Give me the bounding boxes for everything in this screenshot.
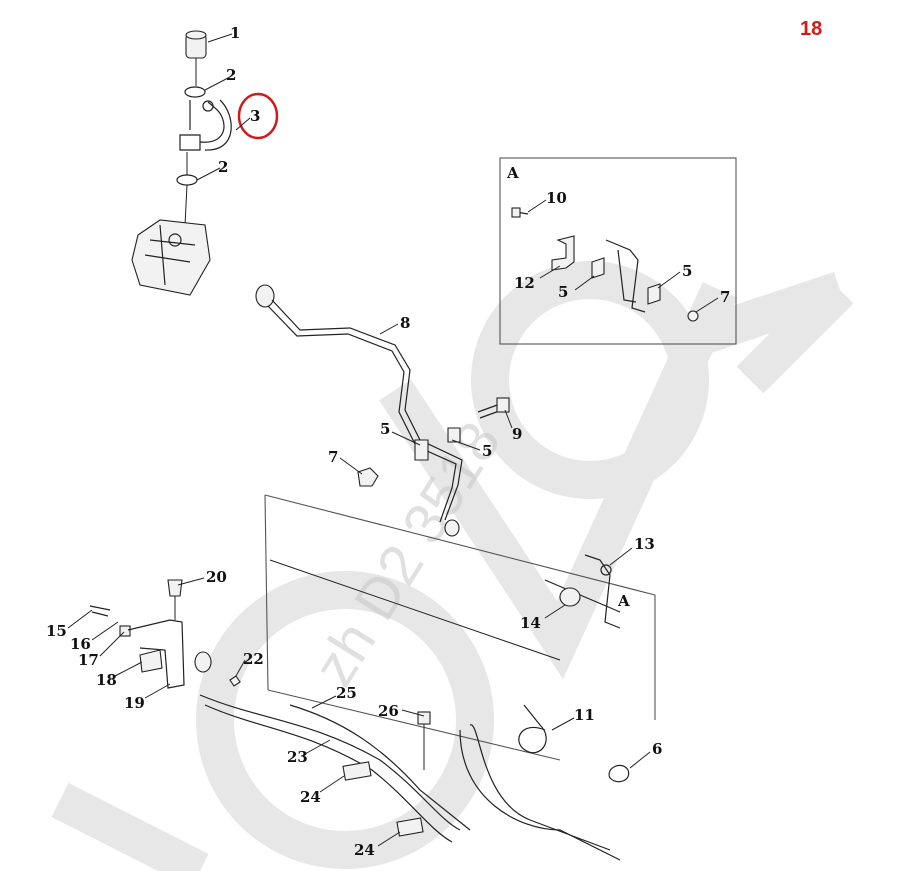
callout-1: 1 bbox=[230, 24, 240, 42]
watermark: zh D2 3518 bbox=[51, 261, 854, 871]
callout-5-detail-left: 5 bbox=[558, 283, 568, 301]
compressor-block bbox=[131, 219, 211, 296]
callout-5-left: 5 bbox=[380, 420, 390, 438]
callout-19: 19 bbox=[124, 694, 145, 712]
callout-6: 6 bbox=[652, 740, 662, 758]
callout-3: 3 bbox=[250, 107, 260, 125]
callout-13: 13 bbox=[634, 535, 655, 553]
callout-9: 9 bbox=[512, 425, 522, 443]
part-6-clip bbox=[608, 764, 630, 783]
clamp-part-5 bbox=[414, 427, 461, 461]
callout-ref-a: A bbox=[617, 592, 630, 610]
part-1-cap bbox=[185, 30, 207, 86]
frame-diagonal bbox=[269, 559, 561, 661]
callout-24-upper: 24 bbox=[300, 788, 321, 806]
hose-23 bbox=[199, 694, 621, 861]
watermark-big-text bbox=[51, 261, 854, 871]
callout-2-lower: 2 bbox=[218, 158, 228, 176]
callout-26: 26 bbox=[378, 702, 399, 720]
detail-a-parts bbox=[511, 207, 699, 322]
leader-lines bbox=[67, 33, 719, 847]
callout-18: 18 bbox=[96, 671, 117, 689]
page-number: 18 bbox=[800, 18, 823, 40]
callout-20: 20 bbox=[206, 568, 227, 586]
callout-7-detail: 7 bbox=[720, 288, 730, 306]
lower-left-bracket-assembly bbox=[89, 579, 241, 689]
callout-14: 14 bbox=[520, 614, 541, 632]
callout-8: 8 bbox=[400, 314, 410, 332]
callout-5-right: 5 bbox=[482, 442, 492, 460]
parts-13-14-connector bbox=[544, 554, 621, 629]
callout-22: 22 bbox=[243, 650, 264, 668]
lower-assembly-frame bbox=[264, 494, 656, 761]
part-26-bolt bbox=[417, 711, 431, 770]
callout-5-detail-right: 5 bbox=[682, 262, 692, 280]
callout-17: 17 bbox=[78, 651, 99, 669]
callout-10: 10 bbox=[546, 189, 567, 207]
callout-16: 16 bbox=[70, 635, 91, 653]
part-3-pipe bbox=[179, 99, 232, 226]
detail-a-label: A bbox=[506, 164, 519, 182]
part-11-loop bbox=[518, 704, 547, 754]
callout-7: 7 bbox=[328, 448, 338, 466]
callout-24-lower: 24 bbox=[354, 841, 375, 859]
part-9-bolt bbox=[477, 397, 510, 419]
callout-12: 12 bbox=[514, 274, 535, 292]
callout-2-upper: 2 bbox=[226, 66, 236, 84]
part-7-nut bbox=[357, 467, 379, 487]
callout-25: 25 bbox=[336, 684, 357, 702]
part-24-clamp bbox=[342, 761, 424, 837]
callouts: 1 2 3 2 10 12 5 5 7 8 5 9 5 7 13 A 14 20… bbox=[46, 24, 730, 859]
detail-frame-a bbox=[499, 157, 737, 345]
callout-11: 11 bbox=[574, 706, 595, 724]
part-2-seal-upper bbox=[184, 86, 206, 98]
part-2-seal-lower bbox=[176, 174, 198, 186]
callout-15: 15 bbox=[46, 622, 67, 640]
part-8-pipe bbox=[255, 284, 463, 537]
highlight-circle bbox=[237, 92, 279, 140]
callout-23: 23 bbox=[287, 748, 308, 766]
